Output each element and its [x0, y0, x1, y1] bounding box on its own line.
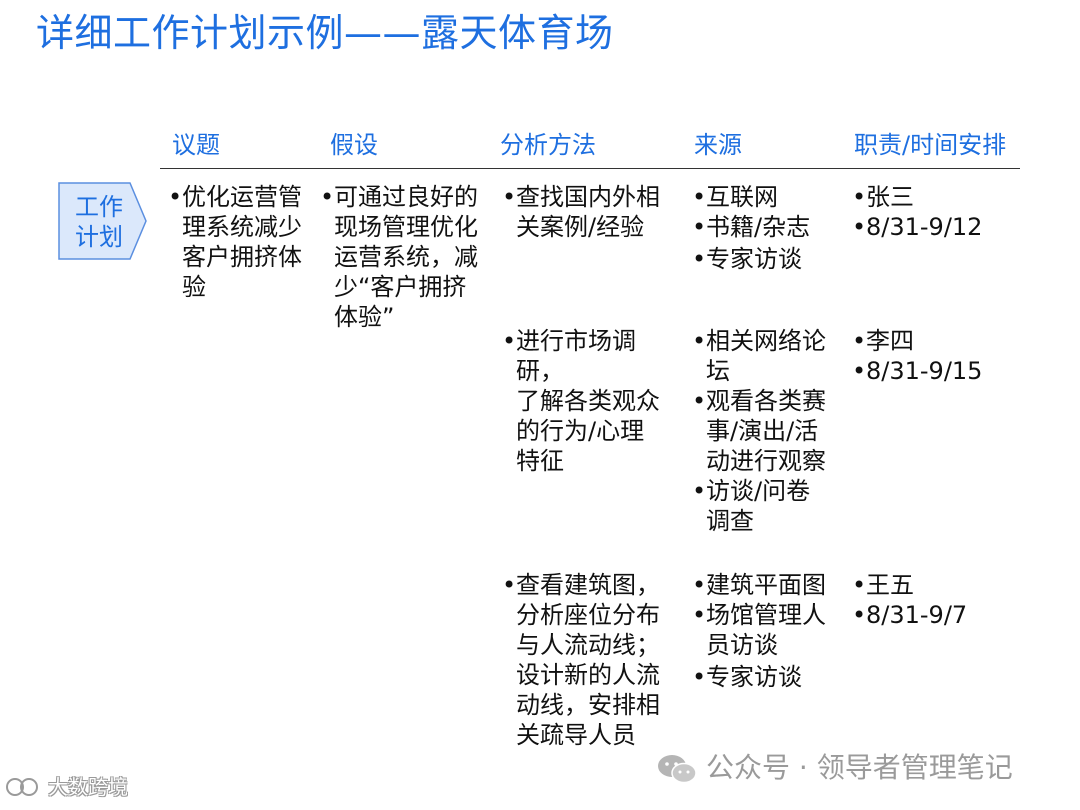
method-cell-1: 查找国内外相 关案例/经验 [502, 182, 682, 242]
owner-name: 王五 [866, 571, 914, 599]
method-cell-2: 进行市场调研， 了解各类观众 的行为/心理 特征 [502, 326, 682, 476]
source-cell-3: 建筑平面图 场馆管理人 员访谈 专家访谈 [692, 570, 842, 692]
header-source: 来源 [694, 131, 742, 159]
brand-logo-icon [6, 778, 38, 796]
topic-line: 理系统减少 [182, 213, 302, 241]
method-line: 与人流动线； [516, 631, 660, 659]
source-bullet: 访谈/问卷 调查 [692, 476, 842, 536]
hypothesis-line: 运营系统，减 [334, 243, 478, 271]
method-bullet: 查看建筑图， 分析座位分布 与人流动线； 设计新的人流 动线，安排相 关疏导人员 [502, 570, 682, 750]
source-line: 互联网 [706, 183, 778, 211]
method-line: 关疏导人员 [516, 721, 636, 749]
hypothesis-line: 少“客户拥挤 [334, 273, 467, 301]
page-title: 详细工作计划示例——露天体育场 [36, 11, 614, 55]
source-bullet: 观看各类赛 事/演出/活 动进行观察 [692, 386, 842, 476]
header-method: 分析方法 [500, 131, 596, 159]
wechat-icon [658, 755, 697, 784]
method-line: 查找国内外相 [516, 183, 660, 211]
source-bullet: 专家访谈 [692, 244, 842, 274]
method-line: 的行为/心理 [516, 417, 645, 445]
source-bullet: 书籍/杂志 [692, 212, 842, 242]
method-line: 进行市场调研， [516, 327, 636, 385]
topic-line: 验 [182, 273, 206, 301]
owner-bullet: 王五 [852, 570, 1022, 600]
hypothesis-line: 可通过良好的 [334, 183, 478, 211]
method-bullet: 进行市场调研， 了解各类观众 的行为/心理 特征 [502, 326, 682, 476]
header-divider [160, 168, 1020, 169]
source-line: 坛 [706, 357, 730, 385]
brand-text: 大数跨境 [48, 775, 128, 799]
owner-cell-3: 王五 8/31-9/7 [852, 570, 1022, 630]
owner-dates: 8/31-9/7 [866, 601, 968, 629]
owner-cell-2: 李四 8/31-9/15 [852, 326, 1022, 386]
topic-line: 优化运营管 [182, 183, 302, 211]
tag-label: 工作 计划 [66, 192, 132, 252]
work-plan-tag: 工作 计划 [58, 182, 148, 260]
source-line: 员访谈 [706, 631, 778, 659]
source-cell-2: 相关网络论 坛 观看各类赛 事/演出/活 动进行观察 访谈/问卷 调查 [692, 326, 842, 536]
source-line: 访谈/问卷 [706, 477, 811, 505]
chevron-shape [58, 182, 147, 260]
topic-cell: 优化运营管 理系统减少 客户拥挤体 验 [168, 182, 318, 302]
tag-line-2: 计划 [75, 223, 123, 251]
dates-bullet: 8/31-9/12 [852, 212, 1022, 242]
method-line: 设计新的人流 [516, 661, 660, 689]
source-bullet: 相关网络论 坛 [692, 326, 842, 386]
source-line: 调查 [706, 507, 754, 535]
source-line: 场馆管理人 [706, 601, 826, 629]
hypothesis-line: 现场管理优化 [334, 213, 478, 241]
source-line: 事/演出/活 [706, 417, 819, 445]
hypothesis-cell: 可通过良好的 现场管理优化 运营系统，减 少“客户拥挤 体验” [320, 182, 490, 332]
topic-line: 客户拥挤体 [182, 243, 302, 271]
source-line: 相关网络论 [706, 327, 826, 355]
method-line: 查看建筑图， [516, 571, 660, 599]
method-line: 动线，安排相 [516, 691, 660, 719]
source-line: 动进行观察 [706, 447, 826, 475]
method-cell-3: 查看建筑图， 分析座位分布 与人流动线； 设计新的人流 动线，安排相 关疏导人员 [502, 570, 682, 750]
header-hypothesis: 假设 [330, 131, 378, 159]
source-bullet: 场馆管理人 员访谈 [692, 600, 842, 660]
tag-line-1: 工作 [75, 193, 123, 221]
source-cell-1: 互联网 书籍/杂志 专家访谈 [692, 182, 842, 274]
owner-dates: 8/31-9/12 [866, 213, 983, 241]
owner-dates: 8/31-9/15 [866, 357, 983, 385]
source-bullet: 互联网 [692, 182, 842, 212]
method-line: 特征 [516, 447, 564, 475]
owner-bullet: 李四 [852, 326, 1022, 356]
hypothesis-bullet: 可通过良好的 现场管理优化 运营系统，减 少“客户拥挤 体验” [320, 182, 490, 332]
method-line: 关案例/经验 [516, 213, 645, 241]
header-responsibility: 职责/时间安排 [854, 131, 1007, 159]
method-line: 了解各类观众 [516, 387, 660, 415]
source-line: 专家访谈 [706, 663, 802, 691]
source-line: 书籍/杂志 [706, 213, 811, 241]
header-topic: 议题 [172, 131, 220, 159]
owner-cell-1: 张三 8/31-9/12 [852, 182, 1022, 242]
topic-bullet: 优化运营管 理系统减少 客户拥挤体 验 [168, 182, 318, 302]
method-line: 分析座位分布 [516, 601, 660, 629]
watermark-text: 公众号 · 领导者管理笔记 [706, 751, 1013, 784]
source-line: 建筑平面图 [706, 571, 826, 599]
owner-name: 张三 [866, 183, 914, 211]
owner-name: 李四 [866, 327, 914, 355]
hypothesis-line: 体验” [334, 303, 395, 331]
owner-bullet: 张三 [852, 182, 1022, 212]
method-bullet: 查找国内外相 关案例/经验 [502, 182, 682, 242]
dates-bullet: 8/31-9/7 [852, 600, 1022, 630]
source-line: 观看各类赛 [706, 387, 826, 415]
source-line: 专家访谈 [706, 245, 802, 273]
source-bullet: 专家访谈 [692, 662, 842, 692]
source-bullet: 建筑平面图 [692, 570, 842, 600]
dates-bullet: 8/31-9/15 [852, 356, 1022, 386]
